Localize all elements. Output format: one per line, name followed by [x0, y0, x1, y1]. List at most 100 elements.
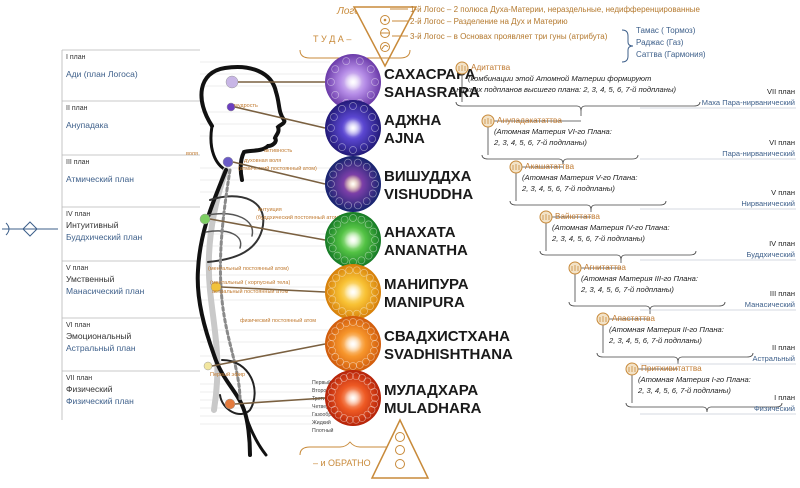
- chakra-center: [344, 335, 362, 353]
- chakra-petal: [363, 410, 372, 419]
- obratno-icon-2: [395, 445, 405, 455]
- chakra-petal: [368, 135, 376, 143]
- chakra-petal: [342, 319, 351, 327]
- chakra-petal: [336, 357, 344, 366]
- plane-name: Атмический план: [66, 174, 134, 184]
- chakra-name-en: VISHUDDHA: [384, 186, 473, 203]
- chakra-petal: [338, 105, 346, 113]
- body-chakra-dot: [224, 398, 236, 410]
- chakra-petal: [371, 236, 379, 244]
- obratno-icon-3: [395, 459, 405, 469]
- logos-3-icon: [380, 42, 390, 52]
- chakra-petal: [370, 387, 378, 396]
- body-label: (ментальный ( корпусный тела): [210, 279, 290, 286]
- right-plane-name: Нирванический: [741, 199, 795, 208]
- plane-name: Физический план: [66, 396, 134, 406]
- tuda-label: Т У Д А –: [313, 34, 351, 44]
- right-plane-number: I план: [774, 393, 795, 402]
- tattva-desc-1: (Атомная Материя III-го Плана:: [581, 274, 698, 283]
- tattva-name: Анупадакататтва: [497, 116, 562, 125]
- tattva-desc-1: (Атомная Материя VI-го Плана:: [494, 127, 612, 136]
- plane-number: I план: [66, 54, 86, 61]
- body-label: мудрость: [234, 103, 258, 109]
- chakra-name-en: MULADHARA: [384, 400, 482, 417]
- logos-3-mark: [381, 44, 389, 50]
- tattva-desc-1: (комбинации этой Атомной Материи формиру…: [468, 74, 651, 83]
- right-plane-number: IV план: [769, 239, 795, 248]
- plane-number: V план: [66, 265, 88, 272]
- chakra-petal: [371, 288, 379, 296]
- guna-tamas: Тамас ( Тормоз): [636, 26, 696, 35]
- tattva-desc-2: 2, 3, 4, 5, 6, 7-й подпланы): [608, 336, 702, 345]
- chakra-petal: [355, 319, 364, 327]
- logos-label: Логос: [336, 6, 365, 17]
- body-chakra-dot: [203, 361, 213, 371]
- chakra-column: САХАСРАРАSAHASRARAАДЖНАAJNAВИШУДДХАVISHU…: [325, 54, 513, 426]
- body-chakra-dot: [222, 156, 234, 168]
- tattva-brace: [625, 402, 783, 413]
- obratno-icon-1: [395, 432, 405, 442]
- chakra-center: [344, 283, 362, 301]
- chakra-petal: [334, 377, 343, 386]
- ether-label: Плотный: [312, 427, 334, 434]
- chakra-connector: [211, 343, 326, 367]
- body-label: интуиция: [258, 207, 282, 213]
- chakra-name-ru: АДЖНА: [384, 112, 441, 129]
- body-silhouette: [195, 65, 287, 457]
- chakra-petal: [362, 162, 371, 171]
- ether-label: Жидкий: [312, 419, 331, 426]
- tattva-desc-2: 2, 3, 4, 5, 6, 7-й подпланы): [521, 184, 615, 193]
- logos-text-2: 2-й Логос – Разделение на Дух и Материю: [410, 17, 568, 26]
- chakra-name-ru: МУЛАДХАРА: [384, 382, 478, 399]
- chakra-petal: [368, 113, 376, 121]
- right-plane-name: Астральный: [752, 354, 795, 363]
- chakra-petal: [328, 227, 337, 236]
- chakra-center: [344, 231, 362, 249]
- chakra-petal: [360, 269, 368, 277]
- chakra-petal: [332, 274, 340, 282]
- chakra-petal: [330, 135, 338, 143]
- tattva-name: Адитаттва: [471, 63, 511, 72]
- chakra-petal: [366, 302, 374, 310]
- chakra-connector: [232, 161, 326, 185]
- chakra-petal: [331, 353, 340, 361]
- chakra-petal: [340, 414, 348, 422]
- chakra-petal: [344, 201, 352, 210]
- chakra-petal: [327, 78, 335, 86]
- chakra-petal: [338, 269, 346, 277]
- chakra-petal: [367, 406, 376, 414]
- body-to-chakra-connectors: [209, 81, 326, 405]
- tattva-desc-1: (Атомная Материя IV-го Плана:: [552, 223, 670, 232]
- chakra-petal: [327, 394, 335, 402]
- tattva-name: Агнитаттва: [584, 263, 626, 272]
- right-plane-number: III план: [770, 289, 795, 298]
- tattva-desc-2: 6 нижних подпланов высшего плана: 2, 3, …: [450, 85, 677, 94]
- chakra-petal: [355, 57, 364, 65]
- chakra-connector: [234, 106, 326, 129]
- plane-name: Ади (план Логоса): [66, 69, 138, 79]
- chakra-petal: [358, 414, 366, 422]
- body-chakra-points: [199, 75, 239, 410]
- chakra-petal: [342, 57, 351, 65]
- tattva-step: Вайюттатва(Атомная Материя IV-го Плана:2…: [539, 210, 697, 269]
- tattva-name: Апастаттва: [612, 314, 655, 323]
- tattva-desc-2: 2, 3, 4, 5, 6, 7-й подпланы): [551, 234, 645, 243]
- chakra-name-ru: ВИШУДДХА: [384, 168, 472, 185]
- chakra-petal: [332, 302, 340, 310]
- chakra-petal: [328, 295, 337, 304]
- right-plane-name: Манасический: [745, 300, 795, 309]
- plane-number: VII план: [66, 375, 92, 382]
- plane-number: III план: [66, 159, 90, 166]
- tattva-staircase: Адитаттва (комбинации этой Атомной Матери…: [450, 61, 783, 413]
- plane-extra-name: Умственный: [66, 274, 115, 284]
- plane-extra-name: Физический: [66, 384, 113, 394]
- right-plane-name: Физический: [754, 404, 795, 413]
- chakra-center: [344, 73, 362, 91]
- ether-label: Первый эфир: [312, 379, 345, 386]
- tattva-step: Агнитаттва (Атомная Материя III-го Плана:…: [568, 261, 726, 320]
- chakra-name-ru: АНАХАТА: [384, 224, 456, 241]
- chakra-connector: [209, 218, 326, 241]
